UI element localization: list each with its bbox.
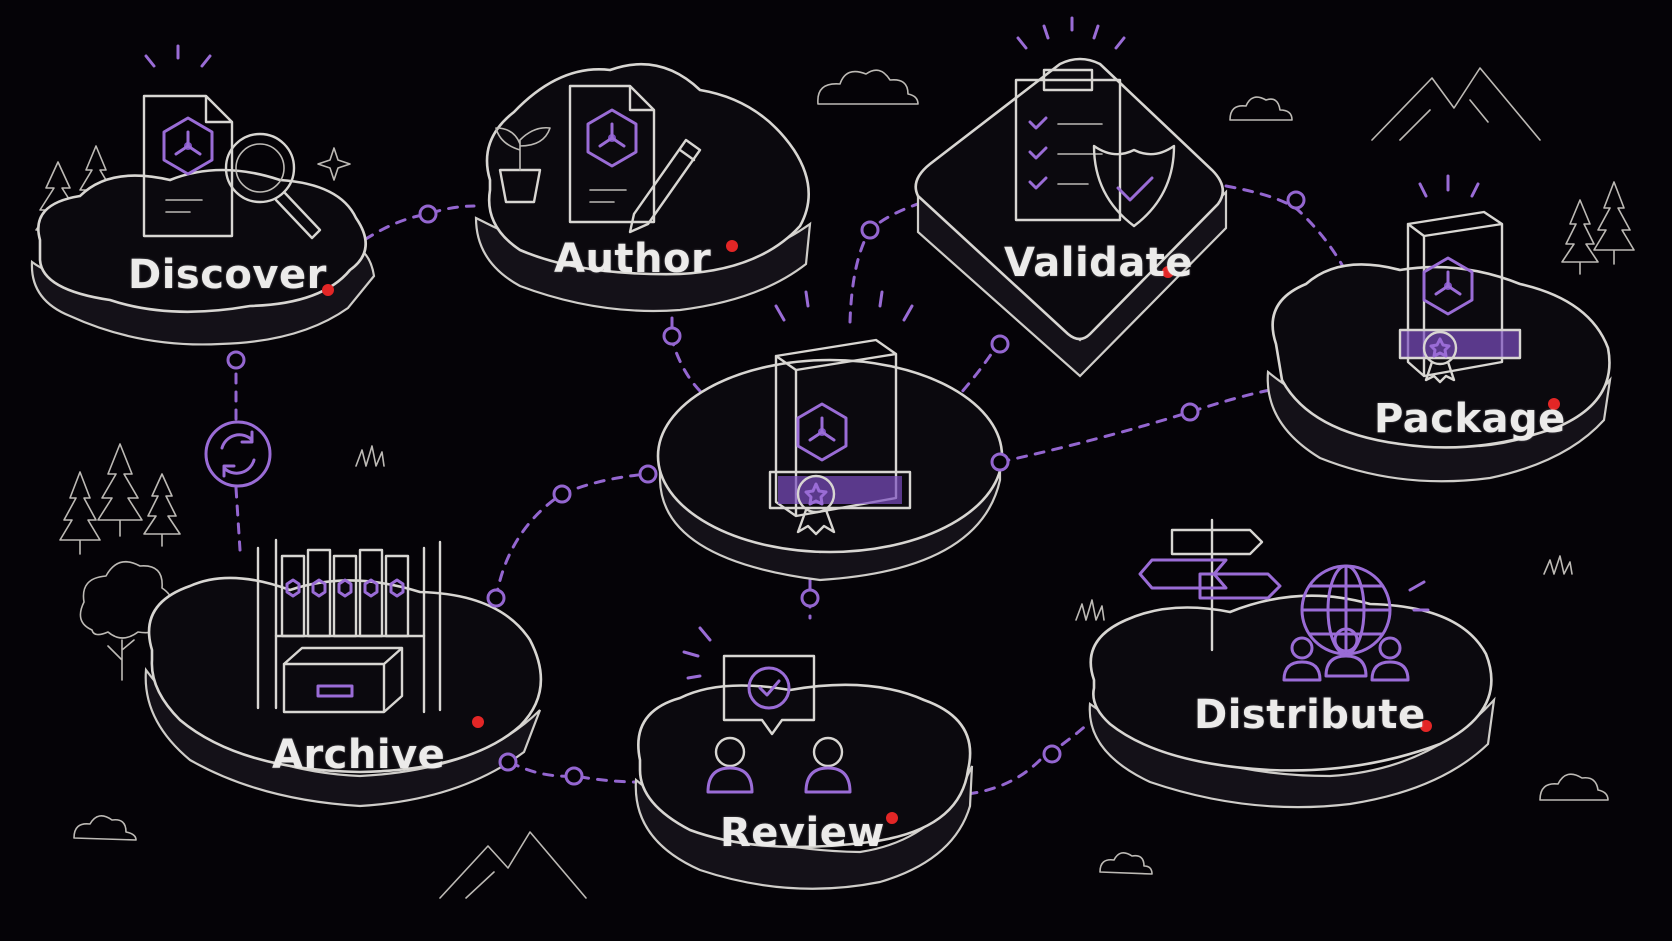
chat-check-people-icon [682,626,852,794]
connector-archive-center [494,472,650,600]
refresh-cycle-icon [204,420,272,488]
connector-node [990,334,1010,354]
connector-node [552,484,572,504]
island-author [474,63,812,313]
clipboard-shield-icon [1014,16,1176,228]
cloud-icon [817,69,919,105]
status-dot-discover [322,284,334,296]
connector-node [1042,744,1062,764]
cloud-icon [1229,96,1293,121]
connector-nodes [226,190,1306,786]
status-dot-review [886,812,898,824]
box-ribbon-icon [1398,174,1522,384]
tree-icon [79,560,173,681]
connector-node [1286,190,1306,210]
box-ribbon-icon [768,290,914,536]
status-dot-archive [472,716,484,728]
tree-icon [1561,181,1635,275]
connector-author-center [670,298,712,402]
status-dot-distribute [1420,720,1432,732]
connector-node [564,766,584,786]
connector-node [990,452,1010,472]
connector-node [662,326,682,346]
cloud-icon [73,815,137,841]
binders-box-icon [256,538,442,714]
connector-node [418,204,438,224]
island-validate [914,57,1228,378]
island-center [656,358,1004,582]
connector-node [1180,402,1200,422]
stage-label-distribute: Distribute [1194,692,1426,738]
connector-archive-review [508,760,640,784]
document-magnifier-icon [142,44,351,240]
status-dots [322,240,1560,824]
stage-label-archive: Archive [272,732,446,778]
connector-review-distribute [966,720,1092,796]
island-archive [144,576,543,808]
connector-validate-package [1224,184,1350,278]
stage-label-discover: Discover [128,252,327,298]
mountain-icon [1371,67,1541,141]
stage-label-author: Author [554,236,712,282]
connector-node [498,752,518,772]
status-dot-package [1548,398,1560,410]
signpost-globe-people-icon [1138,518,1430,682]
connector-node [860,220,880,240]
stage-label-package: Package [1374,396,1566,442]
cloud-icon [1539,773,1609,801]
status-dot-author [726,240,738,252]
connector-node [226,350,246,370]
stage-label-review: Review [720,810,885,856]
stage-label-validate: Validate [1004,240,1194,286]
tree-icon [59,443,181,555]
cloud-icon [1099,852,1153,875]
island-discover [30,168,376,346]
status-dot-validate [1162,266,1174,278]
mountain-icon [439,831,587,899]
document-pencil-icon [495,84,702,234]
connector-discover-archive [234,354,242,552]
connector-node [486,588,506,608]
connector-discover-author [348,204,476,252]
connector-center-package [998,388,1272,464]
connector-node [800,588,820,608]
connector-node [638,464,658,484]
island-review [634,683,974,890]
